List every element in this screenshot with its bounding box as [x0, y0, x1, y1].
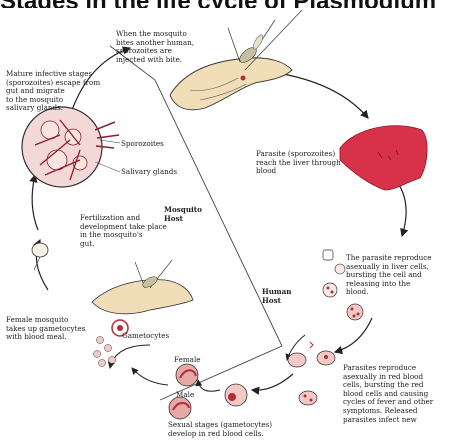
label-salivary-glands: Salivary glands — [121, 168, 177, 177]
gut-oocyst — [32, 243, 48, 270]
arrow-liver-to-cells — [398, 183, 406, 236]
hand-with-mosquito-bottom — [92, 260, 193, 336]
label-sporozoites: Sporozoites — [121, 140, 164, 149]
arrow-male-to-gametocytes — [132, 368, 168, 385]
label-mosquito-bites: When the mosquito bites another human, s… — [116, 30, 226, 64]
label-human-host: Human Host — [262, 288, 292, 305]
rbc-cycle-cells — [288, 342, 335, 405]
label-reach-liver: Parasite (sporozoites) reach the liver t… — [256, 150, 366, 176]
label-mature-stages: Mature infective stages (sporozoites) es… — [6, 70, 126, 113]
label-gametocytes: Gametocytes — [122, 332, 169, 341]
label-female: Female — [174, 356, 201, 365]
label-sexual-stages: Sexual stages (gametocytes) develop in r… — [168, 421, 308, 438]
arrow-hand-to-liver — [283, 74, 368, 118]
label-mosquito-host: Mosquito Host — [164, 206, 202, 223]
label-male: Male — [176, 391, 194, 400]
arrow-gametocytes-to-mosquito — [110, 345, 150, 368]
label-liver-reproduce: The parasite reproduce asexually in live… — [346, 254, 454, 297]
label-female-mosquito: Female mosquito takes up gametocytes wit… — [6, 316, 106, 342]
label-rbc-reproduce: Parasites reproduce asexually in red blo… — [343, 364, 454, 443]
arrow-rbc-to-sexual — [252, 374, 293, 390]
salivary-gland-illustration — [22, 107, 120, 187]
arrow-gut-to-glands — [32, 175, 38, 230]
arrow-cells-to-rbc — [335, 318, 372, 352]
